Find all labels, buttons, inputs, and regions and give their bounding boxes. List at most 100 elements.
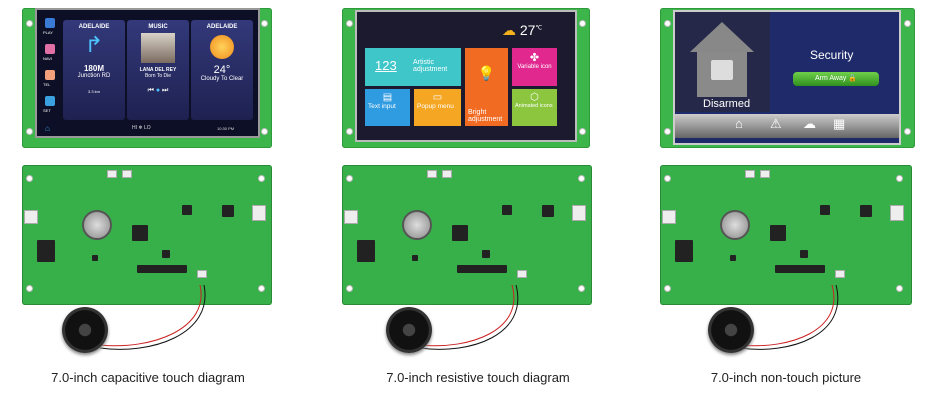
climate-bar: HI ❄ LO — [132, 125, 151, 131]
sidebar-play: PLAY — [43, 30, 53, 35]
clover-icon: ✤ — [529, 52, 540, 64]
house-icon — [690, 22, 754, 52]
sidebar-set: SET — [43, 108, 51, 113]
trip-km: 3.3 km — [87, 89, 100, 94]
connector — [760, 170, 770, 178]
document-icon: ▤ — [382, 92, 393, 103]
tile-bright[interactable]: 💡Bright adjustment — [465, 48, 508, 126]
cube-icon: ⬡ — [530, 92, 539, 103]
caption-non-touch: 7.0-inch non-touch picture — [710, 370, 862, 385]
connector — [24, 210, 38, 224]
mount-hole — [26, 175, 33, 182]
street: Junction RD — [77, 73, 111, 79]
tile-animated-icons[interactable]: ⬡Animated icons — [512, 89, 557, 126]
home-icon[interactable]: ⌂ — [735, 116, 743, 131]
pcb-board-1 — [22, 165, 272, 305]
coin-battery — [720, 210, 750, 240]
forecast: Cloudy To Clear — [200, 76, 244, 82]
capacitive-screen: PLAY NAVI TEL SET ADELAIDE ↱ 180M Juncti… — [35, 8, 260, 138]
mount-hole — [258, 285, 265, 292]
connector — [517, 270, 527, 278]
arm-away-button[interactable]: Arm Away 🔒 — [793, 72, 879, 86]
weather-card: ADELAIDE 24° Cloudy To Clear — [191, 20, 253, 120]
mount-hole — [578, 285, 585, 292]
mount-hole — [664, 285, 671, 292]
tile-variable-icon[interactable]: ✤Variable icon — [512, 48, 557, 86]
caption-capacitive: 7.0-inch capacitive touch diagram — [51, 370, 245, 385]
ic-chip — [357, 240, 375, 262]
weather-readout: ☁ 27℃ — [502, 22, 543, 38]
ic-chip — [820, 205, 830, 215]
connector — [197, 270, 207, 278]
chat-icon: ▭ — [432, 92, 443, 103]
keypad-icon[interactable]: ▦ — [833, 116, 846, 131]
unlocked-padlock-icon — [711, 60, 733, 80]
bulb-icon: 💡 — [477, 65, 496, 81]
connector — [442, 170, 452, 178]
ic-chip — [182, 205, 192, 215]
sun-cloud-icon — [210, 35, 234, 59]
alarm-status: Disarmed — [703, 98, 751, 110]
speaker-3 — [708, 307, 754, 353]
connector — [835, 270, 845, 278]
warning-icon[interactable]: ⚠ — [770, 116, 782, 131]
mount-hole — [578, 175, 585, 182]
home-icon[interactable]: ⌂ — [45, 124, 50, 133]
coin-battery — [402, 210, 432, 240]
ic-chip — [482, 250, 490, 258]
temperature: 24° — [213, 64, 231, 76]
mount-hole — [346, 285, 353, 292]
artist: LANA DEL REY — [139, 67, 177, 73]
card-title: ADELAIDE — [78, 24, 110, 30]
turn-arrow-icon: ↱ — [84, 32, 104, 57]
connector — [344, 210, 358, 224]
mount-hole — [346, 175, 353, 182]
tile-text-input[interactable]: ▤Text input — [365, 89, 410, 126]
connector — [252, 205, 266, 221]
card-title: ADELAIDE — [206, 24, 238, 30]
sidebar-navi: NAVI — [43, 56, 53, 61]
clock: 10:30 PM — [217, 126, 235, 131]
non-touch-screen: Disarmed Security Arm Away 🔒 ⌂ ⚠ ☁ ▦ — [673, 10, 901, 145]
ic-chip — [222, 205, 234, 217]
speaker-1 — [62, 307, 108, 353]
coin-battery — [82, 210, 112, 240]
mount-hole — [258, 175, 265, 182]
music-card: MUSIC LANA DEL REY Born To Die ⏮ ● ⏭ — [127, 20, 189, 120]
ic-chip — [800, 250, 808, 258]
ic-chip — [860, 205, 872, 217]
bottom-nav: ⌂ ⚠ ☁ ▦ — [675, 114, 899, 138]
connector — [427, 170, 437, 178]
mount-hole — [664, 175, 671, 182]
card-title: MUSIC — [148, 24, 168, 30]
caption-resistive: 7.0-inch resistive touch diagram — [386, 370, 570, 385]
mount-hole — [26, 285, 33, 292]
pcb-board-3 — [660, 165, 912, 305]
connector — [107, 170, 117, 178]
connector — [890, 205, 904, 221]
connector — [745, 170, 755, 178]
connector — [662, 210, 676, 224]
ic-chip — [37, 240, 55, 262]
tile-popup-menu[interactable]: ▭Popup menu — [414, 89, 461, 126]
connector — [122, 170, 132, 178]
ic-chip — [92, 255, 98, 261]
ic-chip — [137, 265, 187, 273]
player-controls[interactable]: ⏮ ● ⏭ — [147, 87, 169, 94]
distance: 180M — [83, 64, 104, 73]
song: Born To Die — [144, 73, 172, 79]
ic-chip — [675, 240, 693, 262]
ic-chip — [542, 205, 554, 217]
ic-chip — [162, 250, 170, 258]
ic-chip — [730, 255, 736, 261]
connector — [572, 205, 586, 221]
ic-chip — [775, 265, 825, 273]
mount-hole — [896, 285, 903, 292]
ic-chip — [770, 225, 786, 241]
ic-chip — [412, 255, 418, 261]
cloud-icon[interactable]: ☁ — [803, 116, 816, 131]
ic-chip — [457, 265, 507, 273]
